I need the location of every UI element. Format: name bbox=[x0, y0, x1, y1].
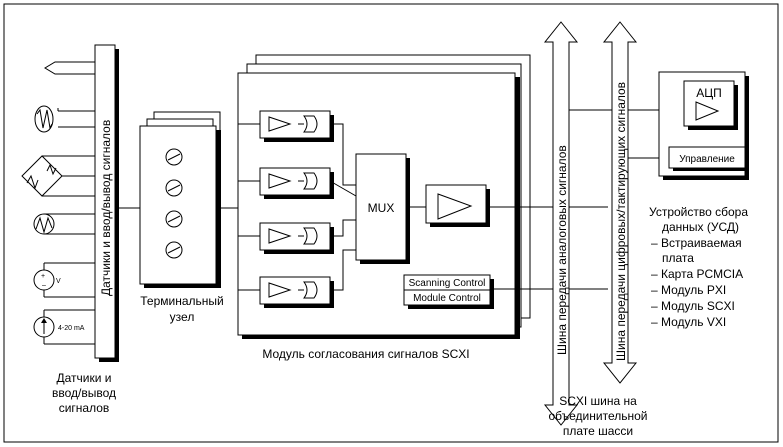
digital-bus-arrow bbox=[602, 21, 638, 384]
filter-icon bbox=[303, 172, 318, 190]
svg-text:+: + bbox=[41, 273, 45, 280]
daq-title-1: Устройство сбора bbox=[649, 205, 748, 219]
daq-item: – Модуль PXI bbox=[651, 283, 726, 297]
module-control-block bbox=[403, 289, 491, 306]
sensor-bar-label: Датчики и ввод/вывод сигналов bbox=[99, 120, 113, 296]
terminal-caption-1: Терминальный bbox=[140, 294, 223, 308]
rtd-sensor-icon bbox=[34, 105, 54, 133]
daq-item: – Модуль SCXI bbox=[651, 299, 735, 313]
scanning-control-label: Scanning Control bbox=[409, 278, 486, 289]
sensor-group: + – V 4-20 mA bbox=[21, 61, 95, 345]
sensor-caption-1: Датчики и bbox=[57, 371, 112, 385]
daq-device: АЦП Управление bbox=[658, 71, 749, 180]
bus-caption-1: SCXI шина на bbox=[559, 394, 637, 408]
filter-icon bbox=[303, 227, 318, 245]
thermocouple-icon bbox=[44, 61, 95, 75]
adc-label: АЦП bbox=[696, 86, 722, 100]
filter-icon bbox=[303, 115, 318, 133]
terminal-block bbox=[139, 111, 221, 288]
daq-item: – Модуль VXI bbox=[651, 315, 726, 329]
svg-text:–: – bbox=[42, 282, 46, 289]
amplifier-icon bbox=[268, 173, 292, 189]
filter-icon bbox=[303, 281, 318, 299]
mux-block bbox=[355, 153, 407, 261]
output-amplifier bbox=[425, 184, 487, 224]
amplifier-icon bbox=[268, 282, 292, 298]
daq-title-2: данных (УСД) bbox=[662, 220, 739, 234]
control-label: Управление bbox=[679, 154, 735, 165]
sensor-caption-2: ввод/вывод bbox=[52, 386, 116, 400]
voltage-source-label: V bbox=[56, 278, 61, 285]
mux-label: MUX bbox=[368, 201, 395, 215]
amplifier-icon bbox=[437, 193, 473, 220]
terminal-caption-2: узел bbox=[170, 310, 195, 324]
control-block bbox=[668, 146, 746, 169]
current-source-label: 4-20 mA bbox=[58, 325, 85, 332]
amplifier-icon bbox=[268, 116, 292, 132]
daq-item: – Встраиваемая bbox=[651, 236, 742, 250]
amplifier-icon bbox=[695, 101, 720, 121]
daq-item: плата bbox=[662, 251, 694, 265]
scxi-module: MUX Scanning Control Module Control bbox=[237, 54, 531, 339]
sensor-io-bar bbox=[94, 44, 116, 359]
bus-caption-3: плате шасси bbox=[563, 424, 633, 438]
module-control-label: Module Control bbox=[413, 293, 481, 304]
analog-bus-label: Шина передачи аналоговых сигналов bbox=[555, 145, 569, 355]
bus-caption-2: объединительной bbox=[549, 409, 648, 423]
amplifier-icon bbox=[268, 228, 292, 244]
analog-bus-arrow bbox=[543, 21, 579, 426]
daq-item: – Карта PCMCIA bbox=[651, 267, 743, 281]
scxi-module-caption: Модуль согласования сигналов SCXI bbox=[262, 347, 469, 361]
sensor-caption-3: сигналов bbox=[59, 401, 110, 415]
digital-bus-label: Шина передачи цифровых/тактирующих сигна… bbox=[614, 82, 628, 361]
adc-block bbox=[683, 80, 735, 127]
